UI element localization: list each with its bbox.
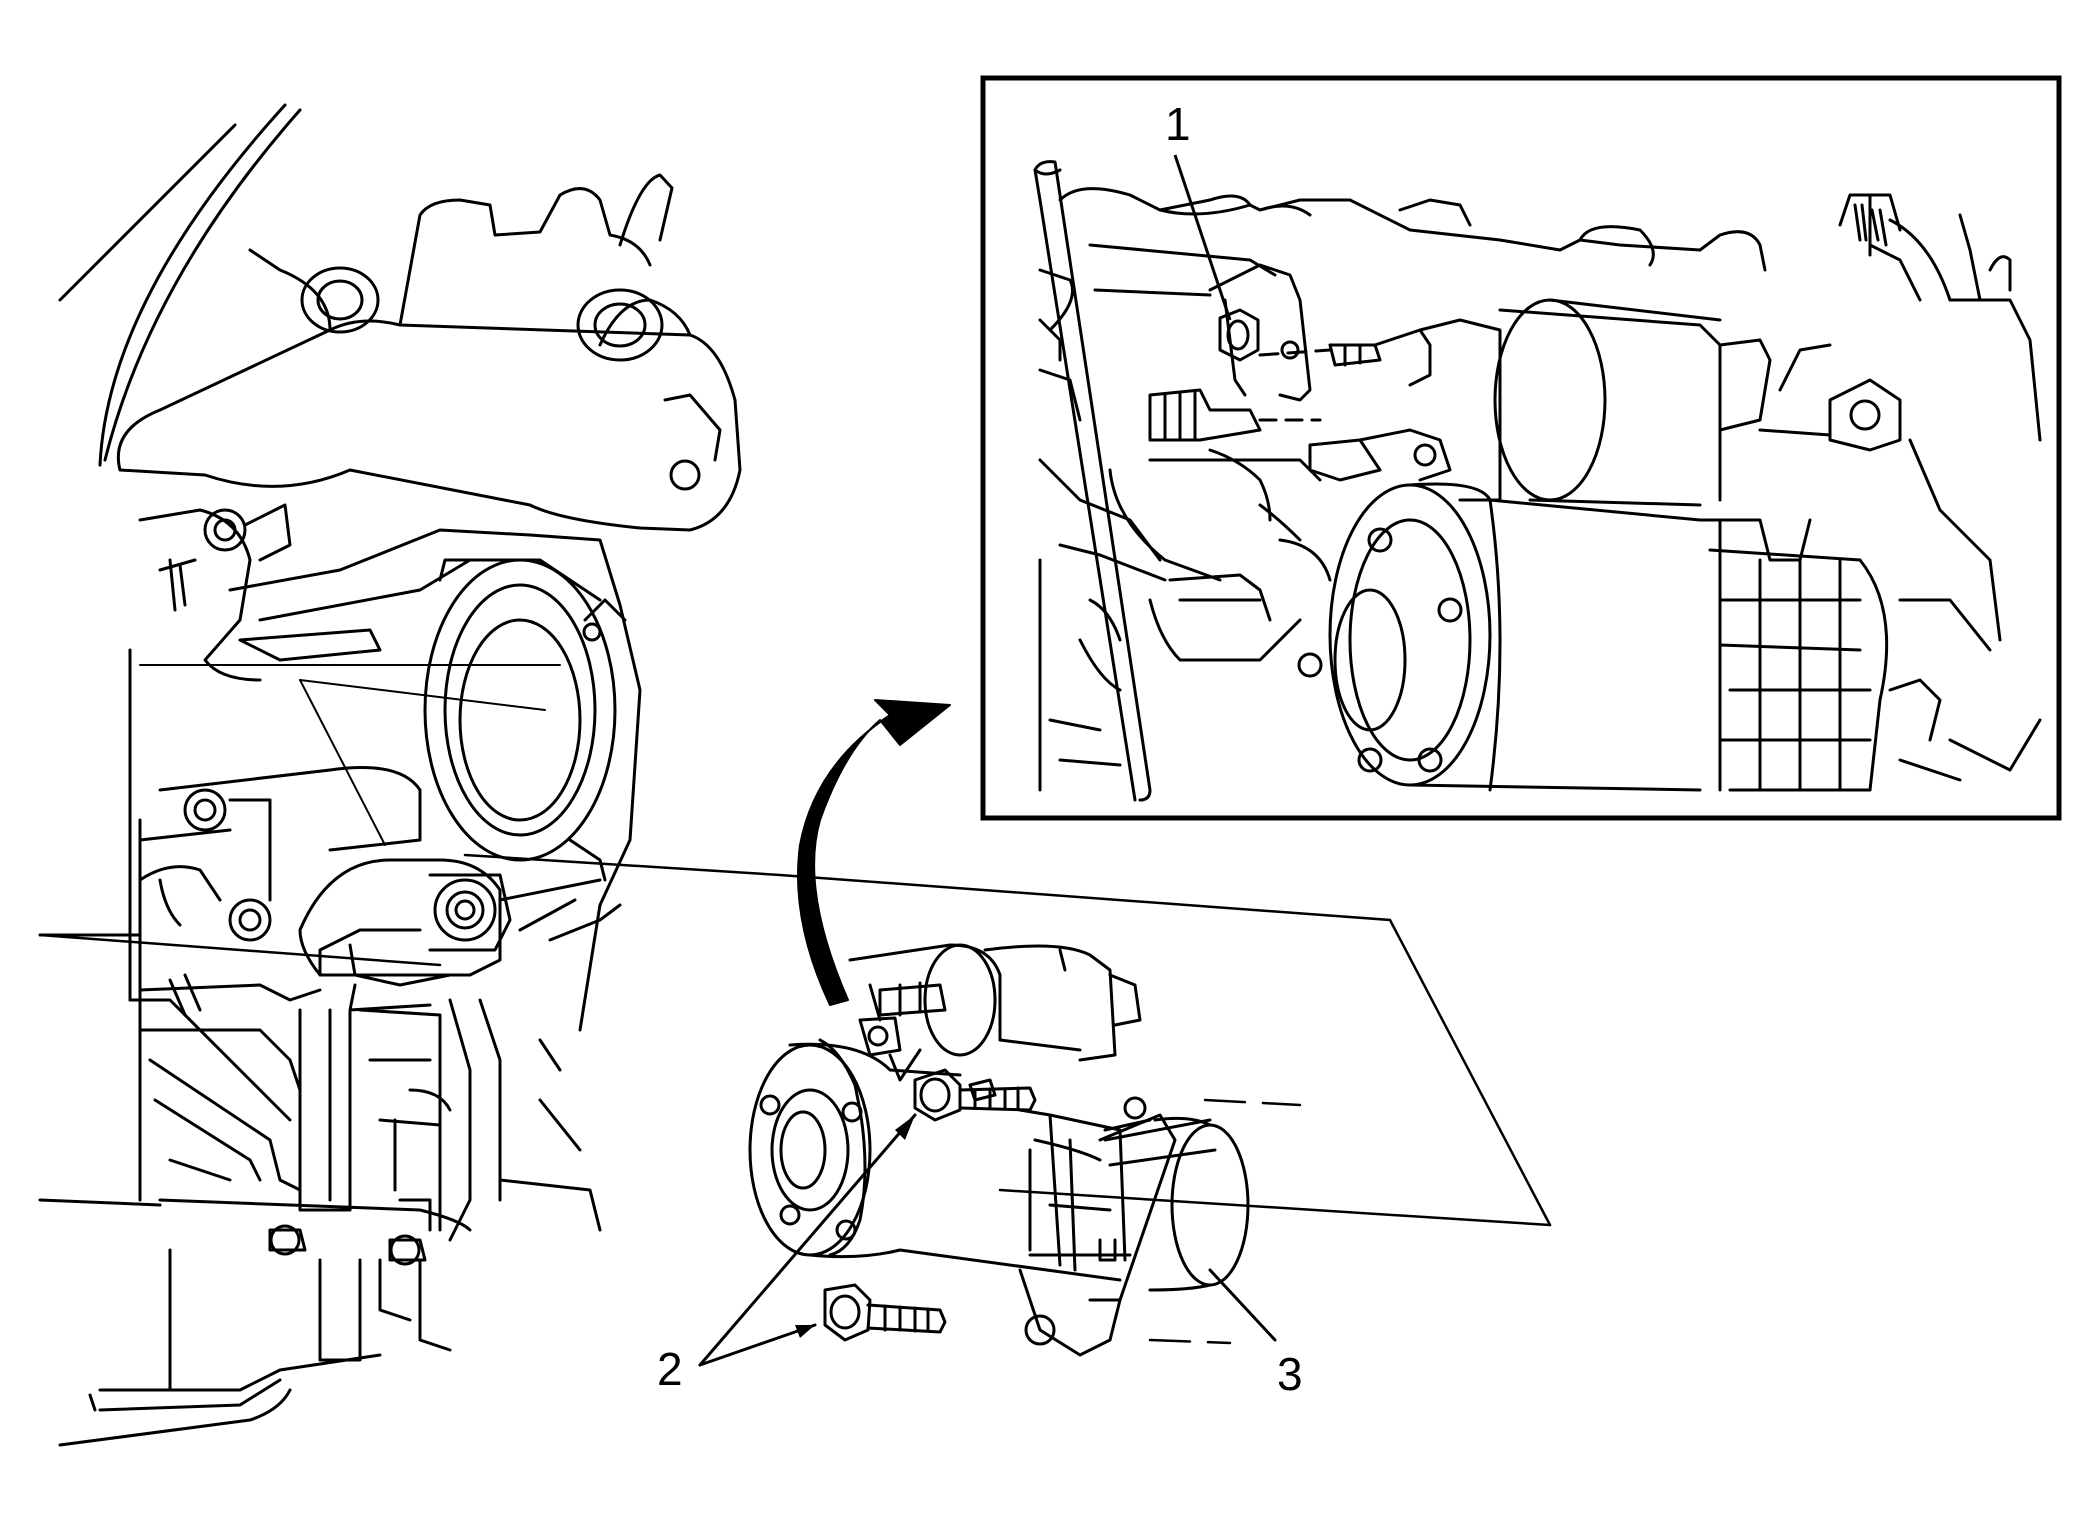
leader-line-2b <box>698 1323 817 1367</box>
detail-inset <box>980 75 2062 821</box>
leader-line-1 <box>1173 154 1232 321</box>
callout-1: 1 <box>1165 98 1191 150</box>
alignment-lines <box>38 853 1552 1345</box>
curved-arrow-icon <box>797 699 951 1006</box>
leader-line-3 <box>1208 1268 1277 1342</box>
mounting-bolts <box>823 1068 1037 1342</box>
callout-arrowheads <box>795 1115 915 1338</box>
starter-motor <box>748 943 1250 1357</box>
callout-3: 3 <box>1277 1348 1303 1400</box>
lower-bolt <box>823 1283 947 1342</box>
engine-block <box>38 103 742 1447</box>
callout-2: 2 <box>657 1343 683 1395</box>
detail-frame <box>980 75 2062 821</box>
leader-line-2a <box>698 1113 917 1367</box>
nut-item-1 <box>1218 308 1260 362</box>
callout-leaders <box>698 1113 1277 1367</box>
upper-bolt <box>913 1068 1037 1122</box>
